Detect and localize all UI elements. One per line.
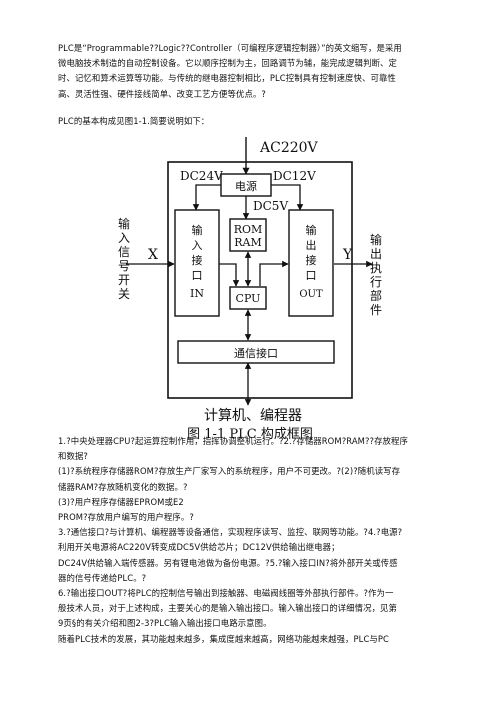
y-label: Y xyxy=(342,247,353,263)
intro-line: 高、灵活性强、硬件接线简单、改变工艺方便等优点。? xyxy=(58,88,266,99)
input-cpu-bus xyxy=(219,263,240,287)
input-signal-char: 号 xyxy=(118,259,130,273)
power-box xyxy=(220,173,272,197)
input-signal-char: 关 xyxy=(118,287,130,301)
cpu-output-bus xyxy=(259,260,289,286)
input-box-char: 输 xyxy=(192,223,203,237)
body-line: 利用开关电源将AC220V转变成DC5V供给芯片；DC12V供给输出继电器； xyxy=(58,542,340,553)
intro-line: 微电脑技术制造的自动控制设备。它以顺序控制为主，回路调节为辅，能完成逻辑判断、定 xyxy=(58,58,397,69)
output-actuator-char: 件 xyxy=(370,303,382,317)
output-actuator-char: 出 xyxy=(370,247,382,261)
body-line: 3.?通信接口?与计算机、编程器等设备通信，实现程序读写、监控、联网等功能。?4… xyxy=(58,527,403,538)
x-label: X xyxy=(148,247,158,263)
body-line: 储器RAM?存放随机变化的数据。? xyxy=(58,481,188,492)
composition-line: PLC的基本构成见图1-1.简要说明如下： xyxy=(58,116,210,126)
body-line: 和数据? xyxy=(58,451,88,462)
composition-sentence: PLC的基本构成见图1-1.简要说明如下： xyxy=(58,114,436,129)
body-paragraph: 1.?中央处理器CPU?起运算控制作用，指挥协调整机运行。?2.?存储器ROM?… xyxy=(58,434,436,647)
input-box-char: IN xyxy=(190,287,204,300)
dc12v-label: DC12V xyxy=(273,169,316,183)
comm-label: 通信接口 xyxy=(234,347,278,360)
computer-programmer-label: 计算机、编程器 xyxy=(204,408,302,424)
intro-paragraph: PLC是“Programmable??Logic??Controller（可编程… xyxy=(58,41,436,102)
output-actuator-char: 部 xyxy=(370,288,382,303)
body-line: 1.?中央处理器CPU?起运算控制作用，指挥协调整机运行。?2.?存储器ROM?… xyxy=(58,436,408,446)
body-line: DC24V供给输入端传感器。另有锂电池做为备份电源。?5.?输入接口IN?将外部… xyxy=(58,557,398,568)
body-line: 器的信号传递给PLC。? xyxy=(58,572,147,583)
output-box-char: 接 xyxy=(306,254,317,267)
input-box-char: 口 xyxy=(192,269,203,282)
output-actuator-char: 执 xyxy=(370,261,382,275)
intro-line: 时、记忆和算术运算等功能。与传统的继电器控制相比，PLC控制具有控制速度快、可靠… xyxy=(58,73,396,84)
ac220v-label: AC220V xyxy=(259,140,319,156)
body-line: 般技术人员，对于上述构成，主要关心的是输入输出接口。输入输出接口的详细情况，见第 xyxy=(58,603,397,614)
rom-ram-box xyxy=(229,218,267,252)
input-signal-char: 输 xyxy=(118,216,130,231)
body-line: (3)?用户程序存储器EPROM或E2 xyxy=(58,496,184,507)
output-actuator-char: 输 xyxy=(370,232,382,247)
output-interface-box xyxy=(288,209,334,317)
input-signal-char: 信 xyxy=(118,245,130,259)
input-interface-box xyxy=(174,209,220,317)
rom-label: ROM xyxy=(234,223,263,236)
output-box-char: 口 xyxy=(306,269,317,282)
power-label: 电源 xyxy=(235,179,257,193)
cpu-label: CPU xyxy=(236,292,261,305)
dc24v-label: DC24V xyxy=(180,169,223,183)
body-line: 随着PLC技术的发展，其功能越来越多，集成度越来越高，网络功能越来越强，PLC与… xyxy=(58,633,389,644)
cpu-box xyxy=(229,286,267,310)
body-line: (1)?系统程序存储器ROM?存放生产厂家写入的系统程序，用户不可更改。?(2)… xyxy=(58,466,401,477)
input-signal-char: 入 xyxy=(118,231,130,245)
input-signal-char: 开 xyxy=(118,273,130,287)
input-box-char: 入 xyxy=(192,239,203,252)
dc5v-label: DC5V xyxy=(253,199,288,213)
output-box-char: 输 xyxy=(306,223,317,237)
output-box-char: OUT xyxy=(299,289,323,300)
dc12v-line xyxy=(271,184,304,211)
body-line: PROM?存放用户编写的用户程序。? xyxy=(58,512,194,523)
ram-label: RAM xyxy=(234,236,262,249)
body-line: 6.?输出接口OUT?将PLC的控制信号输出到接触器、电磁阀线圈等外部执行部件。… xyxy=(58,588,394,599)
output-actuator-char: 行 xyxy=(370,275,382,289)
comm-interface-box xyxy=(177,340,335,364)
body-line: 9页§的有关介绍和图2-3?PLC输入输出接口电路示意图。 xyxy=(58,618,272,629)
output-box-char: 出 xyxy=(306,238,317,252)
intro-line: PLC是“Programmable??Logic??Controller（可编程… xyxy=(58,43,402,53)
input-box-char: 接 xyxy=(192,254,203,267)
plc-frame xyxy=(167,161,353,399)
dc24v-line xyxy=(192,184,221,211)
